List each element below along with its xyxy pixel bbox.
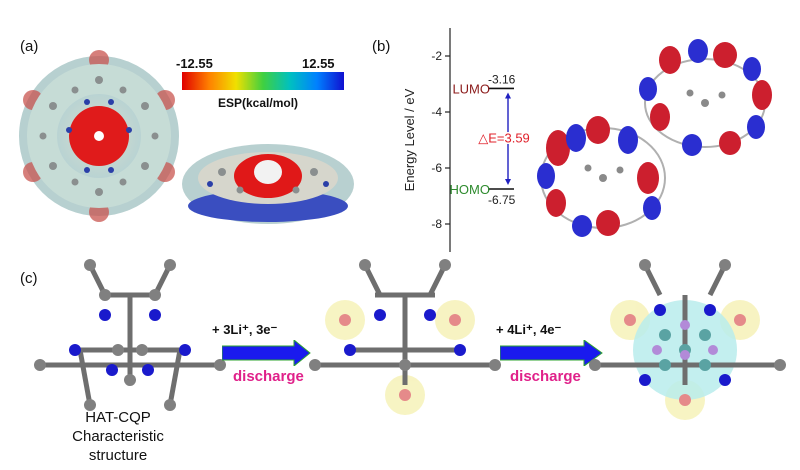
lumo-label: LUMO [452, 81, 490, 96]
colorbar-max-label: 12.55 [302, 56, 335, 71]
esp-side-view [182, 144, 354, 224]
lumo-value: -3.16 [488, 72, 516, 86]
y-axis-label: Energy Level / eV [402, 88, 417, 191]
panel-a-label: (a) [20, 38, 39, 55]
y-tick-label: -2 [431, 49, 442, 63]
caption-line-2: Characteristic [72, 428, 164, 445]
y-tick-label: -6 [431, 161, 442, 175]
y-ticks: -2 -4 -6 -8 [431, 49, 450, 231]
step1-discharge: discharge [233, 368, 304, 385]
molecule-li3 [309, 259, 501, 415]
step1-reagent: + 3Li⁺, 3e⁻ [212, 322, 278, 337]
step1-arrow [222, 340, 311, 366]
gap-arrow-head-up [505, 92, 511, 99]
molecule-li7 [589, 259, 786, 420]
homo-orbital [537, 116, 666, 237]
lumo-orbital [639, 39, 772, 156]
step2-discharge: discharge [510, 368, 581, 385]
molecule-caption: HAT-CQP Characteristic structure [58, 408, 178, 465]
esp-colorbar [182, 72, 344, 90]
panel-c-label: (c) [20, 270, 38, 287]
caption-line-1: HAT-CQP [85, 409, 151, 426]
panel-b-label: (b) [372, 38, 391, 55]
caption-line-3: structure [88, 447, 148, 464]
homo-value: -6.75 [488, 193, 516, 207]
y-tick-label: -4 [431, 105, 442, 119]
gap-label: △E=3.59 [478, 131, 530, 146]
energy-level-chart: -2 -4 -6 -8 Energy Level / eV LUMO-3.16HOMO… [402, 28, 531, 252]
esp-top-view [19, 50, 179, 222]
y-tick-label: -8 [431, 217, 442, 231]
step2-reagent: + 4Li⁺, 4e⁻ [496, 322, 562, 337]
colorbar-title: ESP(kcal/mol) [218, 96, 299, 110]
gap-arrow-head-down [505, 179, 511, 185]
colorbar-min-label: -12.55 [176, 56, 213, 71]
molecule-hat-cqp [34, 259, 226, 411]
homo-label: HOMO [450, 182, 490, 197]
